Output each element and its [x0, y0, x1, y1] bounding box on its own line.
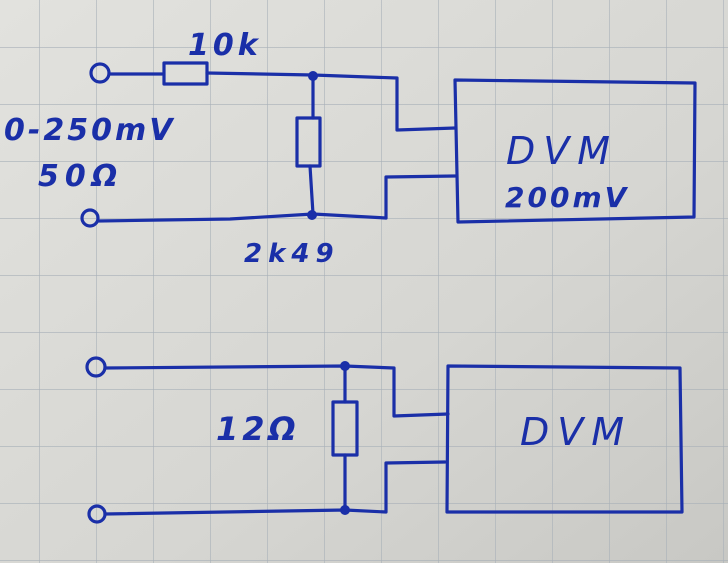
wire-shunt-bottom-to-node: [308, 164, 315, 216]
series-resistor-label: 10k: [188, 28, 262, 63]
circuit-1: [80, 61, 697, 228]
wire-top-rail: [103, 364, 450, 418]
source-impedance-label: 50Ω: [38, 159, 123, 194]
shunt-resistor-label: 2k49: [244, 239, 340, 269]
wire-node-to-meter-minus: [384, 174, 457, 220]
junction-dot: [307, 210, 317, 220]
dvm-label-1: DVM: [506, 129, 618, 173]
wire-series-resistor-to-node: [205, 71, 315, 77]
dvm-box-1: [453, 78, 697, 224]
input-range-label: 0-250mV: [4, 113, 175, 148]
junction-dot: [340, 505, 350, 515]
dvm-box-2: [445, 364, 684, 514]
shunt-resistor-label-2: 12Ω: [216, 410, 300, 448]
wire-bottom-rail: [96, 212, 388, 223]
junction-dot: [308, 71, 318, 81]
dvm-range-label: 200mV: [505, 181, 629, 214]
circuit-2: [85, 356, 684, 524]
wire-bottom-rail: [103, 460, 447, 516]
junction-dot: [340, 361, 350, 371]
input-terminal-bottom: [80, 208, 100, 228]
dvm-label-2: DVM: [520, 410, 632, 454]
wire-node-to-meter-plus: [311, 73, 457, 132]
